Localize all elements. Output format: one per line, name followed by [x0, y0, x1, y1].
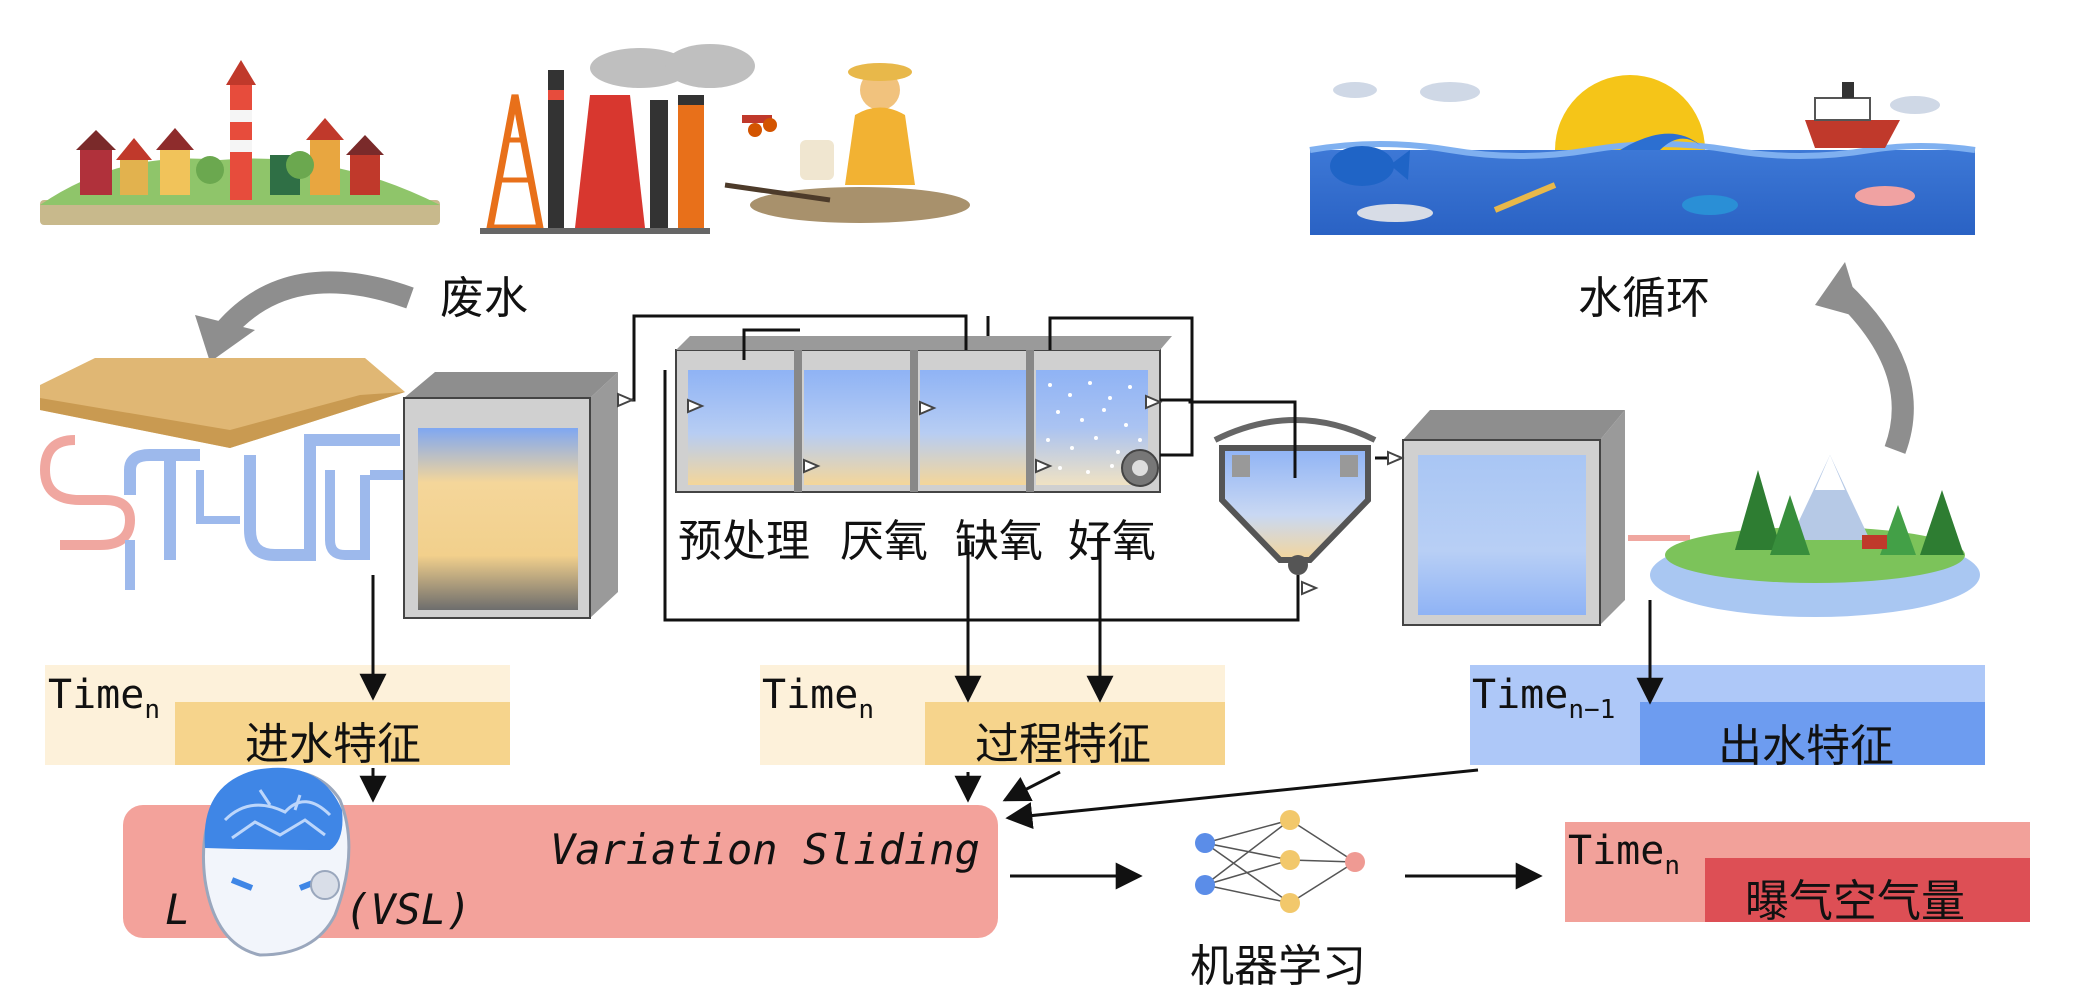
- ocean-illustration: [1309, 75, 1976, 235]
- wastewater-label: 废水: [440, 273, 528, 324]
- robot-head-illustration: [201, 767, 351, 957]
- aeration-feature-box: [1565, 822, 2030, 922]
- neural-network-icon: [1195, 810, 1365, 913]
- water-cycle-label: 水循环: [1578, 273, 1710, 324]
- island-illustration: [1628, 455, 1980, 617]
- process-box-dark: [925, 702, 1225, 765]
- inflow-box-dark: [175, 702, 510, 765]
- wastewater-pipes: [39, 358, 405, 590]
- aeration-box-dark: [1705, 858, 2030, 922]
- process-feature-box: [760, 665, 1225, 765]
- process-time-label: Timen: [762, 672, 874, 725]
- connector-arrows: [359, 540, 1664, 890]
- outflow-feature-label: 出水特征: [1718, 721, 1894, 772]
- stage-label-pretreatment: 预处理: [678, 516, 810, 567]
- factory-illustration: [480, 44, 755, 234]
- outflow-time-label: Timen−1: [1472, 672, 1616, 725]
- clarifier: [1213, 410, 1377, 575]
- inflow-time-label: Timen: [48, 672, 160, 725]
- curved-arrow-right: [1815, 262, 1914, 454]
- vsl-title-line1: Variation Sliding: [550, 825, 980, 874]
- outflow-box-dark: [1640, 702, 1985, 765]
- aeration-feature-label: 曝气空气量: [1745, 876, 1965, 927]
- flow-arrows: [617, 392, 1405, 596]
- stage-label-anoxic: 缺氧: [955, 516, 1043, 567]
- vsl-title-suffix: (VSL): [345, 885, 472, 934]
- primary-tank: [403, 372, 618, 619]
- bioreactor-tanks: [675, 336, 1172, 493]
- effluent-tank: [1402, 410, 1625, 626]
- vsl-title-prefix: L: [165, 885, 191, 934]
- process-feature-label: 过程特征: [975, 719, 1151, 770]
- inflow-feature-label: 进水特征: [245, 719, 421, 770]
- farmer-illustration: [724, 63, 970, 223]
- village-illustration: [40, 60, 440, 225]
- stage-label-aerobic: 好氧: [1068, 516, 1156, 567]
- inflow-feature-box: [45, 665, 510, 765]
- outflow-feature-box: [1470, 665, 1985, 765]
- machine-learning-label: 机器学习: [1190, 941, 1366, 992]
- curved-arrow-left: [195, 271, 414, 362]
- aeration-time-label: Timen: [1568, 828, 1680, 881]
- stage-label-anaerobic: 厌氧: [840, 516, 928, 567]
